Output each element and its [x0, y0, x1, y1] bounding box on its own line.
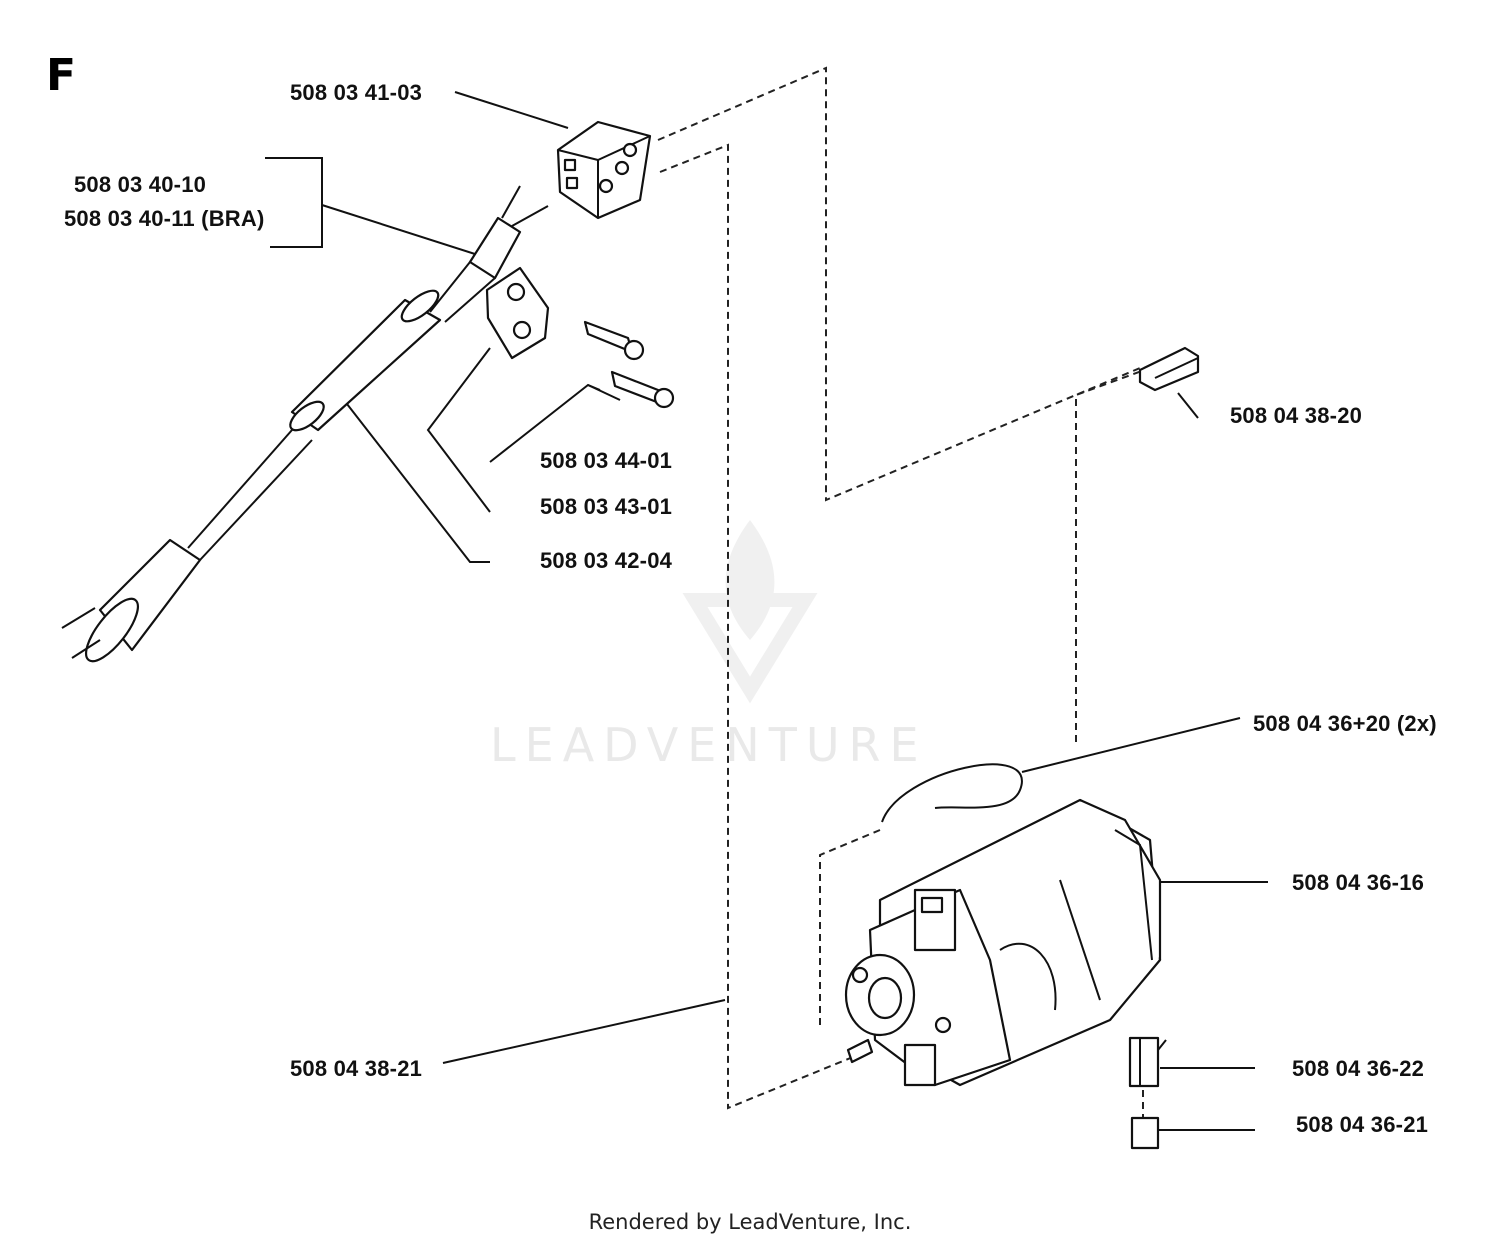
- brush-holder: [1128, 1036, 1167, 1088]
- cord-bracket: [265, 157, 323, 248]
- label-motor-wire: 508 04 36+20 (2x): [1253, 711, 1437, 736]
- label-plate: 508 03 43-01: [540, 494, 673, 519]
- assembly-dashed-lines: [657, 66, 1151, 1110]
- label-screw: 508 03 44-01: [540, 448, 673, 473]
- cable-connector-top: [1138, 346, 1200, 392]
- label-cord-2: 508 03 40-11 (BRA): [64, 206, 265, 231]
- label-cable-bottom: 508 04 38-21: [290, 1056, 423, 1081]
- label-cable-top: 508 04 38-20: [1230, 403, 1363, 428]
- terminal-block: [556, 120, 652, 220]
- label-motor: 508 04 36-16: [1292, 870, 1425, 895]
- label-brush: 508 04 36-21: [1296, 1112, 1429, 1137]
- section-letter: F: [46, 50, 77, 101]
- watermark-text: LEADVENTURE: [490, 718, 928, 772]
- watermark-logo: [682, 520, 818, 704]
- carbon-brush: [1130, 1090, 1160, 1150]
- small-connector: [846, 1038, 874, 1064]
- mounting-plate: [485, 266, 550, 360]
- footer-credit: Rendered by LeadVenture, Inc.: [588, 1210, 912, 1234]
- screws: [583, 320, 675, 409]
- label-cord-1: 508 03 40-10: [74, 172, 207, 197]
- leader-lines: [321, 91, 1268, 1131]
- power-cord: [61, 185, 549, 663]
- motor-wire: [881, 763, 1023, 823]
- label-sleeve: 508 03 42-04: [540, 548, 673, 573]
- motor-assembly: [844, 798, 1162, 1087]
- label-terminal-block: 508 03 41-03: [290, 80, 423, 105]
- label-brush-holder: 508 04 36-22: [1292, 1056, 1425, 1081]
